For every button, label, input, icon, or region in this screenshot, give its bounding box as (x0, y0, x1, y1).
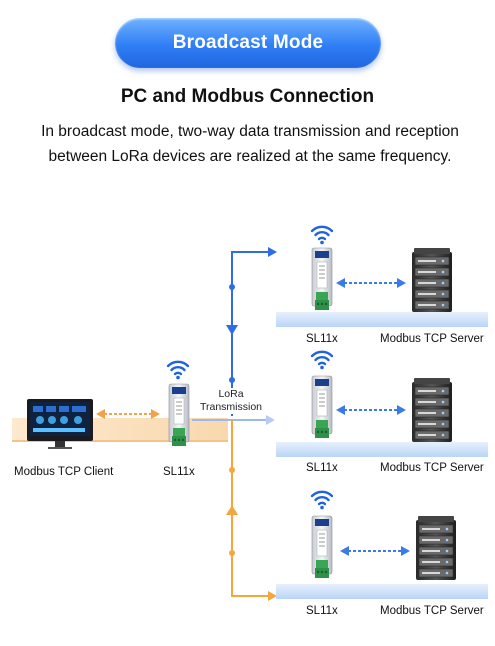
center-device-icon (168, 383, 190, 447)
client-label: Modbus TCP Client (14, 466, 114, 478)
lora-link-line (192, 415, 275, 425)
mode-title-badge: Broadcast Mode (115, 18, 381, 68)
lora-transmission-label: LoRa Transmission (196, 388, 266, 414)
upper-blue-route (226, 247, 277, 416)
center-device-label: SL11x (163, 466, 195, 478)
node-1-server-icon (411, 247, 453, 313)
page-description: In broadcast mode, two-way data transmis… (41, 123, 459, 165)
node-2-server-label: Modbus TCP Server (380, 462, 484, 474)
node-1-device-icon (311, 247, 333, 311)
page-subtitle: PC and Modbus Connection (120, 86, 375, 107)
node-2-server-icon (411, 377, 453, 443)
client-platform-edge (12, 440, 228, 442)
node-1-server-label: Modbus TCP Server (380, 333, 484, 345)
node-3-wifi-icon (310, 490, 334, 511)
client-link-arrow (96, 409, 160, 419)
node-1-wifi-icon (310, 225, 334, 246)
node-1-link-arrow (335, 277, 407, 289)
center-wifi-icon (166, 360, 190, 381)
node-3-device-icon (311, 515, 333, 579)
node-3-link-arrow (339, 545, 411, 557)
node-2-wifi-icon (310, 350, 334, 371)
node-1-platform (276, 312, 488, 327)
node-3-server-icon (415, 515, 457, 581)
node-2-platform (276, 442, 488, 457)
node-3-platform (276, 584, 488, 599)
node-1-device-label: SL11x (306, 333, 338, 345)
computer-monitor-icon (27, 399, 93, 449)
node-3-server-label: Modbus TCP Server (380, 605, 484, 617)
node-2-device-icon (311, 375, 333, 439)
lower-orange-route (226, 420, 277, 601)
node-3-device-label: SL11x (306, 605, 338, 617)
node-2-link-arrow (335, 404, 407, 416)
node-2-device-label: SL11x (306, 462, 338, 474)
